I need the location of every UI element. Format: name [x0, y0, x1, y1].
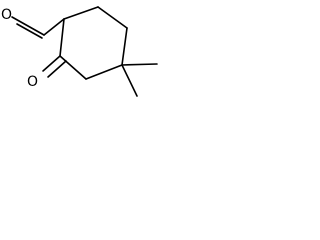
aldehyde-to-ring-bond: [43, 18, 65, 36]
aldehyde-oxygen-label: O: [1, 7, 12, 23]
ring-bond-c1-c6: [63, 6, 99, 20]
chemical-structure-diagram: O O: [1, 6, 158, 97]
methyl-bond-down: [121, 64, 138, 97]
ring-bond-c5-c4: [121, 27, 128, 66]
ring-bond-c6-c5: [97, 6, 128, 29]
ring-bond-c4-c3: [85, 64, 123, 80]
ketone-double-bond-outer: [42, 55, 61, 72]
ketone-oxygen-label: O: [27, 74, 38, 90]
aldehyde-double-bond-outer: [11, 16, 45, 36]
aldehyde-double-bond-inner: [16, 23, 43, 39]
ring-bond-c3-c2: [59, 55, 87, 80]
ring-bond-c2-c1: [59, 18, 65, 57]
methyl-bond-right: [121, 63, 158, 66]
ketone-double-bond-inner: [47, 60, 67, 78]
